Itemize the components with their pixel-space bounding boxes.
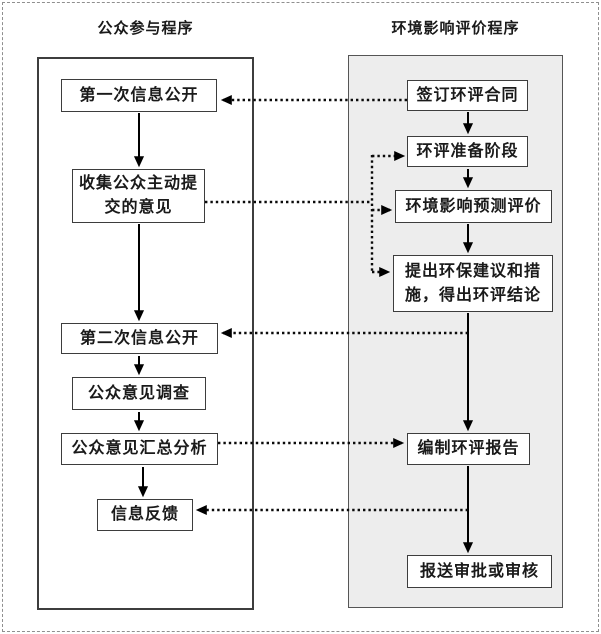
right-column-title: 环境影响评价程序 [391, 21, 520, 37]
node-eia-preparation-stage: 环评准备阶段 [407, 136, 528, 167]
node-compile-eia-report: 编制环评报告 [407, 433, 530, 465]
left-column-title: 公众参与程序 [97, 21, 194, 37]
node-second-info-disclosure: 第二次信息公开 [61, 323, 218, 354]
node-opinion-summary-analysis: 公众意见汇总分析 [61, 433, 218, 465]
node-sign-eia-contract: 签订环评合同 [407, 80, 528, 111]
node-info-feedback: 信息反馈 [97, 499, 193, 531]
node-collect-public-opinions: 收集公众主动提交的意见 [72, 169, 205, 223]
node-impact-prediction-evaluation: 环境影响预测评价 [395, 190, 552, 223]
node-first-info-disclosure: 第一次信息公开 [61, 79, 217, 112]
node-proposals-and-eia-conclusion: 提出环保建议和措施，得出环评结论 [393, 255, 553, 312]
node-submit-for-approval: 报送审批或审核 [407, 555, 552, 588]
node-public-opinion-survey: 公众意见调查 [72, 377, 206, 410]
